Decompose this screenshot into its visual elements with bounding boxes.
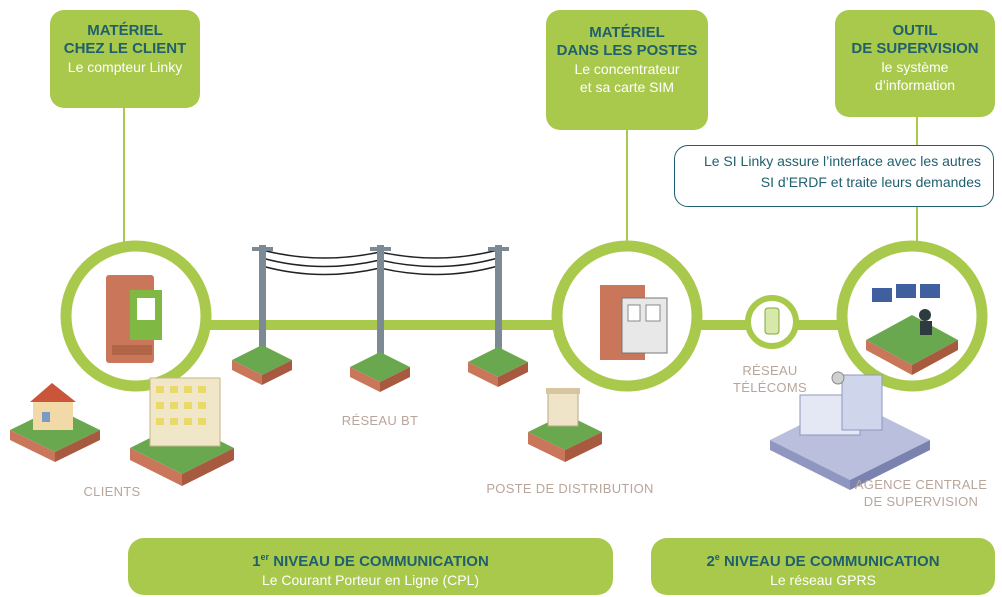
postes-box-subtitle: Le concentrateur et sa carte SIM xyxy=(574,61,680,95)
ground-blocks xyxy=(232,345,528,392)
agence-label: AGENCE CENTRALE DE SUPERVISION xyxy=(854,477,988,509)
supervision-box-title: OUTIL DE SUPERVISION xyxy=(851,22,979,57)
si-linky-note: Le SI Linky assure l’interface avec les … xyxy=(674,145,994,207)
supervision-box-subtitle: le système d’information xyxy=(874,59,956,93)
supervision-tool-box: OUTIL DE SUPERVISION le système d’inform… xyxy=(835,10,995,117)
postes-box-title: MATÉRIEL DANS LES POSTES xyxy=(556,24,698,59)
reseau-telecoms-label: RÉSEAU TÉLÉCOMS xyxy=(733,363,807,395)
house-icon xyxy=(10,383,100,462)
agency-building-icon xyxy=(770,371,930,490)
level1-communication-bar: 1er NIVEAU DE COMMUNICATION Le Courant P… xyxy=(128,538,613,595)
level1-subtitle: Le Courant Porteur en Ligne (CPL) xyxy=(261,572,480,588)
postes-equipment-box: MATÉRIEL DANS LES POSTES Le concentrateu… xyxy=(546,10,708,130)
level2-subtitle: Le réseau GPRS xyxy=(770,572,876,588)
substation-icon xyxy=(528,388,602,462)
level2-title: 2e NIVEAU DE COMMUNICATION xyxy=(706,552,940,570)
level1-title: 1er NIVEAU DE COMMUNICATION xyxy=(252,552,489,570)
client-box-subtitle: Le compteur Linky xyxy=(67,59,183,75)
linky-meter-icon xyxy=(106,275,162,363)
level2-communication-bar: 2e NIVEAU DE COMMUNICATION Le réseau GPR… xyxy=(651,538,995,595)
client-equipment-box: MATÉRIEL CHEZ LE CLIENT Le compteur Link… xyxy=(50,10,200,108)
concentrator-icon xyxy=(600,285,668,360)
apartment-icon xyxy=(130,377,234,486)
clients-label: CLIENTS xyxy=(83,484,141,499)
poste-distribution-label: POSTE DE DISTRIBUTION xyxy=(486,481,654,496)
supervision-desk-icon xyxy=(866,284,958,375)
client-box-title: MATÉRIEL CHEZ LE CLIENT xyxy=(63,22,187,57)
reseau-bt-label: RÉSEAU BT xyxy=(341,413,419,428)
utility-poles xyxy=(252,245,509,365)
phone-icon xyxy=(764,307,780,335)
